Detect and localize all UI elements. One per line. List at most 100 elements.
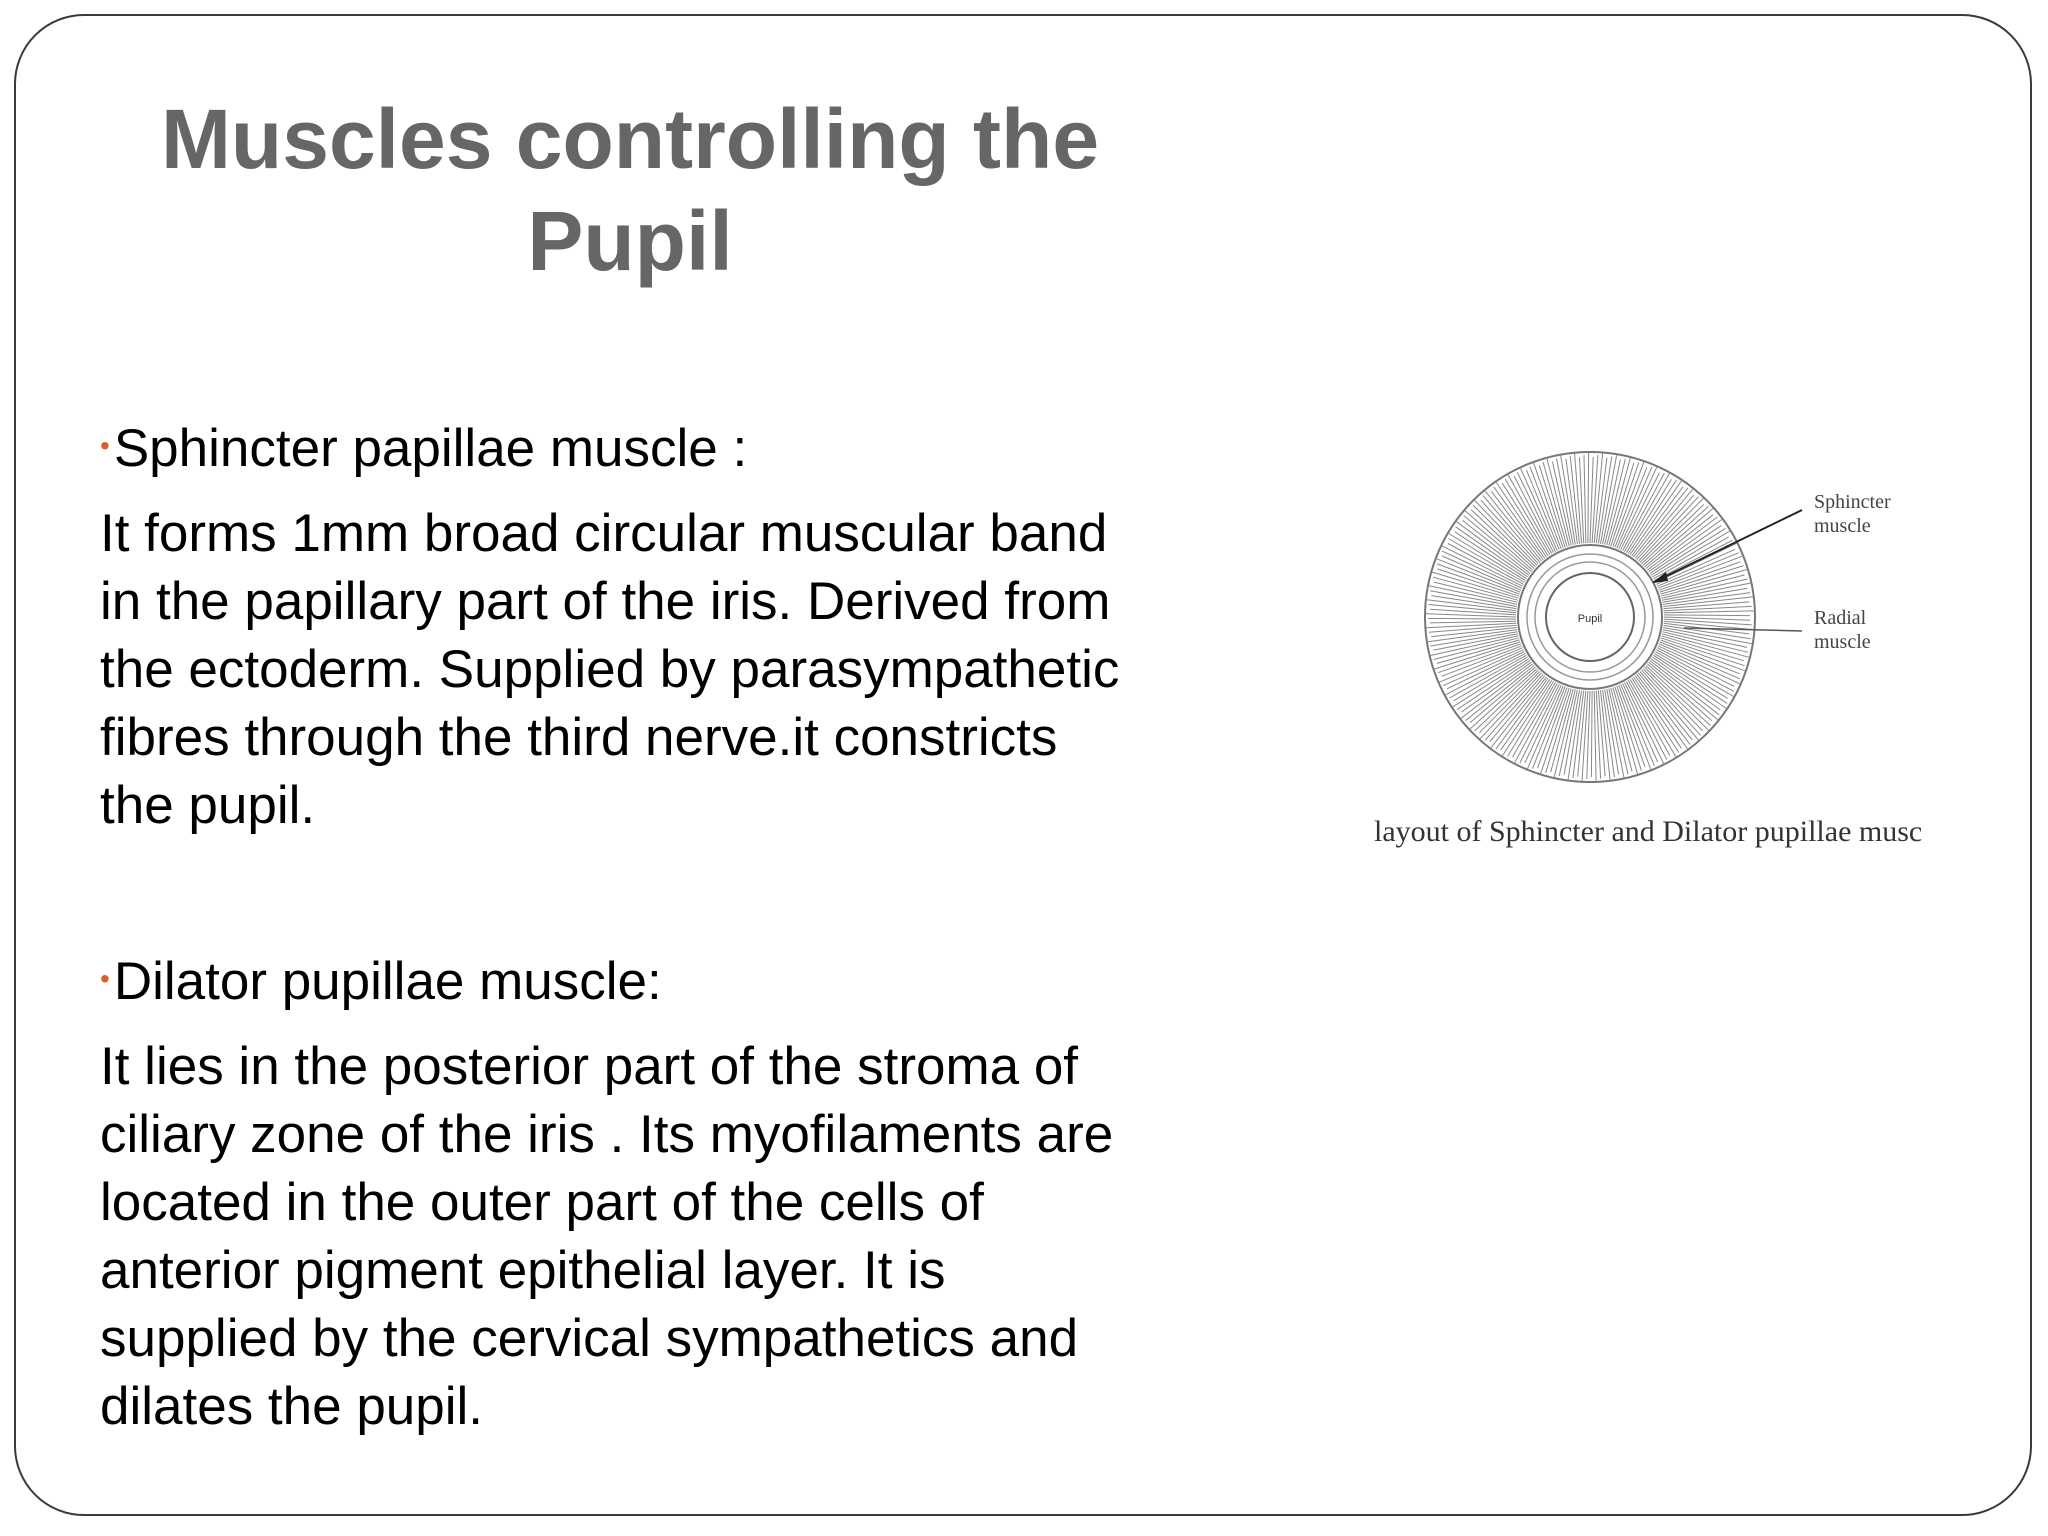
radial-fibre xyxy=(1464,510,1534,571)
radial-fibre xyxy=(1461,661,1532,713)
label-radial-muscle: Radial muscle xyxy=(1814,606,1871,654)
radial-fibre xyxy=(1661,635,1745,662)
radial-fibre xyxy=(1661,633,1750,658)
bullet-dot-icon: • xyxy=(100,430,110,461)
radial-fibre xyxy=(1636,673,1691,745)
radial-fibre xyxy=(1433,633,1518,651)
text-line: the pupil. xyxy=(100,776,316,835)
radial-fibre xyxy=(1462,520,1531,574)
radial-fibre xyxy=(1642,506,1709,566)
radial-fibre xyxy=(1591,455,1599,544)
radial-fibre xyxy=(1634,675,1688,750)
radial-fibre xyxy=(1641,669,1701,736)
sphincter-description: It forms 1mm broad circular muscular ban… xyxy=(100,500,1240,840)
text-line: ciliary zone of the iris . Its myofilame… xyxy=(100,1105,1114,1164)
radial-fibre xyxy=(1648,519,1723,573)
radial-fibre xyxy=(1662,592,1751,605)
radial-fibre xyxy=(1431,627,1517,638)
radial-fibre xyxy=(1430,608,1517,616)
iris-outer-edge xyxy=(1424,451,1756,783)
radial-fibre xyxy=(1439,647,1523,683)
text-line: dilates the pupil. xyxy=(100,1377,484,1436)
radial-fibre xyxy=(1441,545,1523,587)
radial-fibre xyxy=(1600,690,1611,780)
radial-fibre xyxy=(1520,468,1558,551)
radial-fibre xyxy=(1610,687,1633,772)
radial-fibre xyxy=(1589,456,1594,544)
radial-fibre xyxy=(1484,673,1544,741)
radial-fibre xyxy=(1581,690,1589,781)
radial-fibre xyxy=(1448,538,1525,583)
radial-fibre xyxy=(1593,453,1604,544)
radial-fibre xyxy=(1556,458,1574,545)
radial-fibre xyxy=(1493,486,1546,559)
radial-fibre xyxy=(1624,473,1670,552)
radial-fibre xyxy=(1663,616,1751,621)
radial-fibre xyxy=(1430,631,1518,647)
radial-fibre xyxy=(1662,582,1751,601)
radial-fibre xyxy=(1645,665,1711,726)
radial-fibre xyxy=(1436,639,1520,664)
radial-fibre xyxy=(1529,466,1562,549)
radial-fibre xyxy=(1608,688,1629,775)
radial-fibre xyxy=(1546,458,1570,547)
slide-frame xyxy=(14,14,2032,1516)
sphincter-ring-middle xyxy=(1526,553,1654,681)
radial-fibre xyxy=(1550,688,1574,773)
radial-fibre xyxy=(1470,509,1535,569)
text-line: fibres through the third nerve.it constr… xyxy=(100,708,1058,767)
radial-fibre xyxy=(1659,641,1740,675)
radial-fibre xyxy=(1479,671,1541,734)
radial-fibre xyxy=(1436,563,1520,595)
radial-fibre xyxy=(1474,500,1538,566)
radial-fibre xyxy=(1602,459,1621,545)
slide-body: •Sphincter papillae muscle : It forms 1m… xyxy=(100,415,1240,1441)
radial-fibre xyxy=(1618,685,1652,770)
radial-fibre xyxy=(1495,677,1549,750)
radial-fibre xyxy=(1558,689,1578,777)
radial-pointer-line xyxy=(1683,627,1803,632)
radial-fibre xyxy=(1644,666,1709,731)
text-line: supplied by the cervical sympathetics an… xyxy=(100,1309,1079,1368)
bullet-dot-icon: • xyxy=(100,963,110,994)
title-line-2: Pupil xyxy=(527,194,733,288)
text-line: in the papillary part of the iris. Deriv… xyxy=(100,572,1111,631)
radial-fibre xyxy=(1574,453,1583,544)
sphincter-arrowhead xyxy=(1652,572,1668,583)
radial-fibre xyxy=(1606,457,1631,546)
radial-fibre xyxy=(1452,658,1530,708)
radial-fibre xyxy=(1463,515,1532,573)
radial-fibre xyxy=(1634,488,1694,559)
radial-fibre xyxy=(1490,676,1547,749)
text-line: located in the outer part of the cells o… xyxy=(100,1173,984,1232)
radial-fibre xyxy=(1644,508,1714,568)
iris-muscle-diagram: Pupil Sphincter muscle Radial muscle xyxy=(1370,440,1970,860)
radial-fibre xyxy=(1631,677,1680,753)
radial-fibre xyxy=(1545,688,1572,773)
radial-fibre xyxy=(1657,552,1739,587)
radial-fibre xyxy=(1614,686,1642,771)
radial-fibre xyxy=(1565,458,1578,545)
radial-fibre xyxy=(1560,455,1576,545)
radial-fibre xyxy=(1618,466,1658,550)
title-line-1: Muscles controlling the xyxy=(160,92,1100,186)
radial-fibre xyxy=(1604,458,1626,545)
radial-fibre xyxy=(1572,690,1585,779)
radial-fibre xyxy=(1612,687,1638,775)
radial-fibre xyxy=(1641,504,1705,565)
text-line: It forms 1mm broad circular muscular ban… xyxy=(100,504,1108,563)
radial-fibre xyxy=(1620,472,1660,550)
pupil-label: Pupil xyxy=(1578,613,1602,625)
slide-title: Muscles controlling the Pupil xyxy=(120,88,1140,292)
radial-fibre xyxy=(1445,652,1526,696)
radial-fibre xyxy=(1454,531,1527,580)
radial-fibre xyxy=(1629,480,1682,555)
radial-fibre xyxy=(1636,494,1695,561)
radial-fibre xyxy=(1490,490,1544,561)
radial-fibre xyxy=(1655,651,1734,697)
radial-fibre xyxy=(1519,684,1560,764)
radial-fibre xyxy=(1663,601,1750,610)
radial-fibre xyxy=(1656,649,1735,692)
radial-fibre xyxy=(1587,452,1590,544)
radial-fibre xyxy=(1610,462,1640,547)
